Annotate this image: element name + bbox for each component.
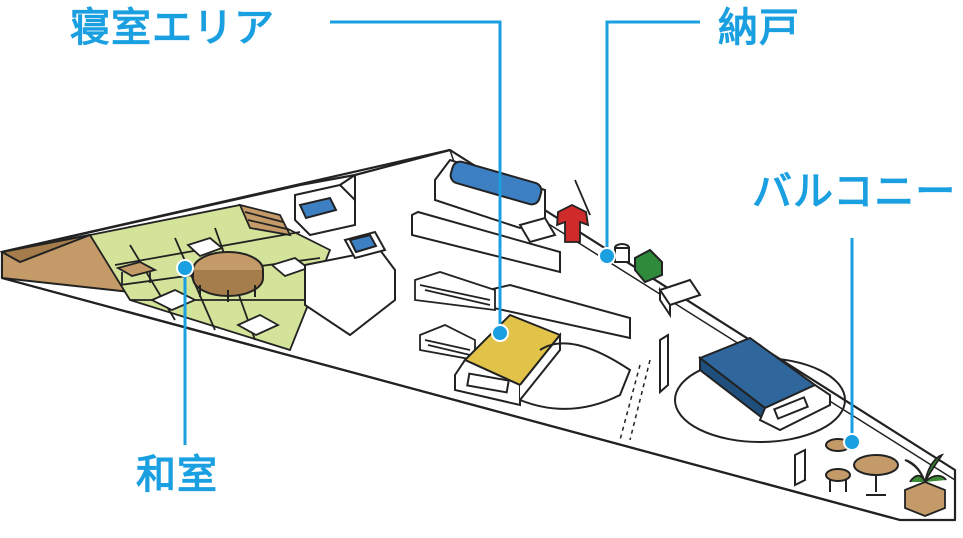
partition-walls — [411, 210, 669, 395]
storage-items — [614, 243, 702, 319]
bedroom-area-label: 寝室エリア — [70, 5, 275, 51]
circle-dot-icon — [843, 433, 861, 451]
storage-label: 納戸 — [718, 5, 800, 51]
stairs — [414, 271, 496, 362]
circle-dot-icon — [598, 247, 616, 265]
bathroom-block — [294, 174, 396, 337]
circle-dot-icon — [176, 259, 194, 277]
potted-plant-icon — [904, 453, 947, 517]
balcony-label: バルコニー — [752, 169, 957, 215]
bed-yellow — [454, 313, 632, 410]
storage-callout-line — [605, 20, 700, 255]
hanging-shirt-icon — [555, 179, 591, 243]
callout-dots — [176, 247, 861, 451]
round-table-icon — [192, 251, 264, 302]
bedroom-callout-line — [330, 20, 502, 330]
circle-dot-icon — [491, 324, 509, 342]
dashed-opening — [619, 359, 651, 441]
bed-blue — [674, 336, 846, 443]
washitsu-label: 和室 — [136, 452, 218, 498]
callout-lines — [183, 20, 854, 445]
